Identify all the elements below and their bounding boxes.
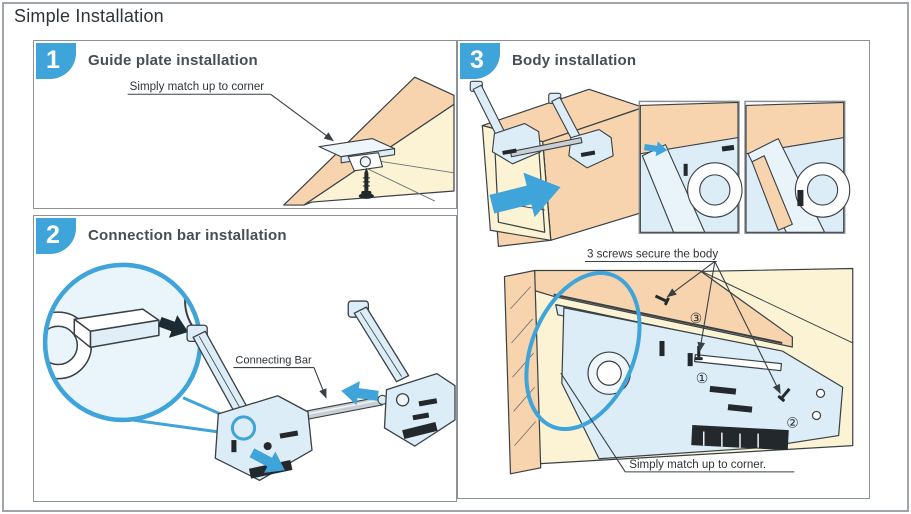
corner-note-text: Simply match up to corner.	[629, 459, 766, 471]
page-title: Simple Installation	[14, 6, 164, 26]
bar-socket-marker	[230, 415, 257, 441]
left-lift-arm	[186, 324, 313, 482]
step2-panel: Connecting Bar 2 Connection bar installa…	[33, 215, 457, 502]
right-lift-arm	[347, 300, 456, 447]
insert-arrow-icon	[158, 315, 189, 338]
arm-assembly-drawing	[469, 80, 614, 169]
step3-title: Body installation	[512, 52, 637, 69]
screw-2-icon	[777, 387, 791, 402]
corner-magnifier-ellipse	[524, 271, 642, 432]
screw-marker-2: ②	[786, 415, 799, 431]
screw-icon	[358, 167, 374, 199]
screws-callout: 3 screws secure the body	[584, 248, 781, 395]
detail-arrow-icon	[643, 141, 668, 157]
step3-number-badge: 3	[460, 43, 500, 79]
step1-panel: Simply match up to corner 1 Guide plate …	[33, 40, 457, 209]
step3-panel: ③ ① ② 3 screws secure the body Simply ma…	[457, 40, 870, 499]
body-mounting-drawing	[503, 267, 854, 475]
detail-box-approach	[638, 100, 743, 235]
connecting-bar-text: Connecting Bar	[235, 355, 312, 367]
body-installation-illustration: ③ ① ② 3 screws secure the body Simply ma…	[469, 80, 854, 475]
insert-body-arrow-icon	[489, 172, 561, 218]
screw-marker-1: ①	[696, 370, 709, 386]
corner-callout-text: Simply match up to corner	[130, 81, 265, 93]
step1-title: Guide plate installation	[88, 52, 258, 69]
push-arrow-left-icon	[249, 448, 285, 473]
corner-callout: Simply match up to corner	[127, 81, 334, 142]
screw-marker-3: ③	[690, 310, 703, 326]
connecting-bar-callout: Connecting Bar	[233, 355, 327, 399]
screw-3-icon	[654, 294, 670, 306]
guide-plate	[318, 138, 396, 172]
step2-title: Connection bar installation	[88, 227, 287, 244]
push-arrow-right-icon	[341, 381, 379, 406]
guide-plate-illustration: Simply match up to corner	[127, 76, 455, 206]
detail-box-attached	[744, 100, 851, 235]
connection-bar-illustration: Connecting Bar	[42, 262, 456, 482]
screws-callout-text: 3 screws secure the body	[587, 248, 718, 260]
corner-note-callout: Simply match up to corner.	[560, 372, 795, 473]
detail-circle-content	[45, 264, 201, 380]
